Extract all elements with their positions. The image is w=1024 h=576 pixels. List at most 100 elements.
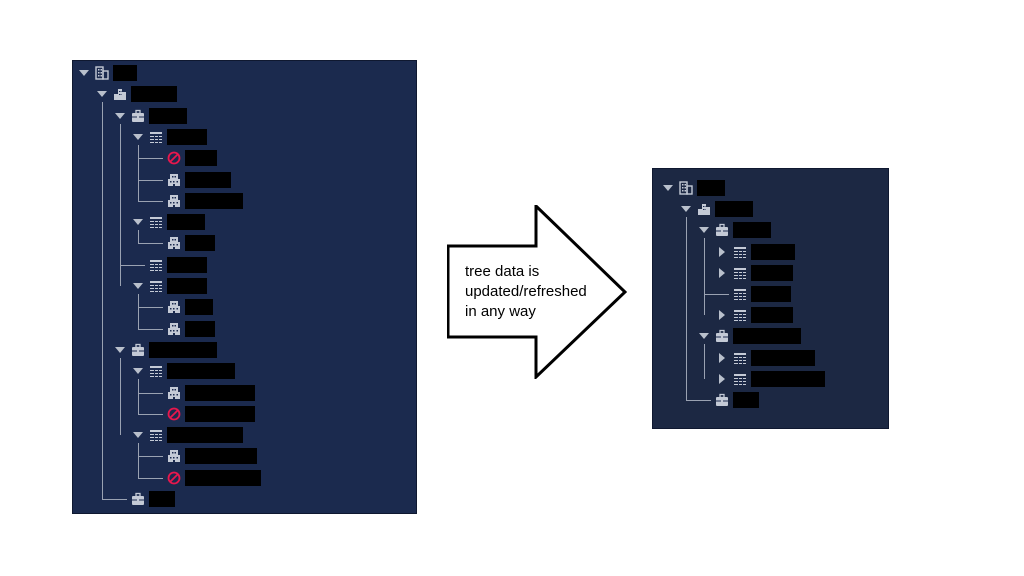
redacted-node-label[interactable] xyxy=(167,128,207,145)
list-icon xyxy=(149,428,163,442)
redacted-node-label[interactable] xyxy=(185,469,261,486)
collapse-caret-icon[interactable] xyxy=(131,129,145,145)
redacted-node-label[interactable] xyxy=(733,392,759,408)
tree-node[interactable] xyxy=(73,256,416,273)
briefcase-icon xyxy=(715,329,729,343)
redacted-node-label[interactable] xyxy=(167,278,207,294)
collapse-caret-icon[interactable] xyxy=(697,222,711,238)
tree-guide-line xyxy=(120,357,121,436)
redacted-node-label[interactable] xyxy=(751,307,793,324)
expand-caret-icon[interactable] xyxy=(715,307,729,323)
tree-node[interactable] xyxy=(653,180,888,196)
redacted-node-label[interactable] xyxy=(131,86,177,103)
redacted-node-label[interactable] xyxy=(149,491,175,507)
tree-node[interactable] xyxy=(73,235,416,252)
tree-node[interactable] xyxy=(73,278,416,294)
redacted-node-label[interactable] xyxy=(751,286,791,302)
tree-guide-line xyxy=(138,456,163,458)
redacted-node-label[interactable] xyxy=(167,427,243,444)
arrow-caption-line: updated/refreshed xyxy=(465,283,587,300)
office-icon xyxy=(167,322,181,336)
redacted-node-label[interactable] xyxy=(167,363,235,380)
redacted-node-label[interactable] xyxy=(715,201,753,218)
tree-node[interactable] xyxy=(73,427,416,444)
tree-guide-line xyxy=(138,294,139,329)
redacted-node-label[interactable] xyxy=(167,256,207,273)
expand-caret-icon[interactable] xyxy=(715,265,729,281)
collapse-caret-icon[interactable] xyxy=(697,328,711,344)
tree-node[interactable] xyxy=(73,128,416,145)
tree-node[interactable] xyxy=(73,192,416,209)
redacted-node-label[interactable] xyxy=(149,107,187,124)
redacted-node-label[interactable] xyxy=(167,214,205,231)
tree-node[interactable] xyxy=(653,201,888,218)
tree-node[interactable] xyxy=(73,107,416,124)
redacted-node-label[interactable] xyxy=(185,448,257,465)
city-icon xyxy=(113,87,127,101)
tree-node[interactable] xyxy=(73,214,416,231)
redacted-node-label[interactable] xyxy=(185,192,243,209)
tree-guide-line xyxy=(102,499,127,500)
right-arrow-icon xyxy=(447,205,627,379)
tree-node[interactable] xyxy=(73,65,416,81)
collapse-caret-icon[interactable] xyxy=(131,427,145,443)
redacted-node-label[interactable] xyxy=(185,384,255,401)
tree-node[interactable] xyxy=(653,243,888,260)
tree-node[interactable] xyxy=(73,320,416,337)
list-icon xyxy=(149,258,163,272)
tree-node[interactable] xyxy=(653,392,888,408)
collapse-caret-icon[interactable] xyxy=(131,214,145,230)
collapse-caret-icon[interactable] xyxy=(113,342,127,358)
tree-node[interactable] xyxy=(653,349,888,366)
tree-node[interactable] xyxy=(73,469,416,486)
tree-node[interactable] xyxy=(73,363,416,380)
redacted-node-label[interactable] xyxy=(697,180,725,196)
redacted-node-label[interactable] xyxy=(185,150,217,167)
redacted-node-label[interactable] xyxy=(733,222,771,239)
collapse-caret-icon[interactable] xyxy=(95,86,109,102)
redacted-node-label[interactable] xyxy=(185,299,213,316)
redacted-node-label[interactable] xyxy=(149,341,217,358)
tree-node[interactable] xyxy=(653,307,888,324)
tree-node[interactable] xyxy=(73,299,416,316)
redacted-node-label[interactable] xyxy=(751,349,815,366)
expand-caret-icon[interactable] xyxy=(715,244,729,260)
expand-caret-icon[interactable] xyxy=(715,371,729,387)
blocked-icon xyxy=(167,151,181,165)
tree-node[interactable] xyxy=(73,491,416,507)
collapse-caret-icon[interactable] xyxy=(131,278,145,294)
tree-guide-line xyxy=(138,392,163,394)
tree-node[interactable] xyxy=(653,222,888,239)
list-icon xyxy=(733,287,747,301)
redacted-node-label[interactable] xyxy=(751,264,793,281)
tree-node[interactable] xyxy=(653,328,888,345)
tree-node[interactable] xyxy=(653,286,888,302)
redacted-node-label[interactable] xyxy=(751,243,795,260)
tree-guide-line xyxy=(138,443,139,478)
redacted-node-label[interactable] xyxy=(733,328,801,345)
redacted-node-label[interactable] xyxy=(185,235,215,252)
list-icon xyxy=(733,351,747,365)
redacted-node-label[interactable] xyxy=(185,171,231,188)
tree-guide-line xyxy=(138,144,139,201)
redacted-node-label[interactable] xyxy=(185,405,255,422)
tree-node[interactable] xyxy=(653,264,888,281)
tree-node[interactable] xyxy=(73,448,416,465)
tree-node[interactable] xyxy=(653,370,888,387)
tree-node[interactable] xyxy=(73,341,416,358)
collapse-caret-icon[interactable] xyxy=(679,201,693,217)
collapse-caret-icon[interactable] xyxy=(661,180,675,196)
redacted-node-label[interactable] xyxy=(185,320,215,337)
redacted-node-label[interactable] xyxy=(113,65,137,81)
arrow-caption-line: tree data is xyxy=(465,263,540,280)
tree-node[interactable] xyxy=(73,171,416,188)
expand-caret-icon[interactable] xyxy=(715,350,729,366)
collapse-caret-icon[interactable] xyxy=(131,363,145,379)
tree-node[interactable] xyxy=(73,384,416,401)
collapse-caret-icon[interactable] xyxy=(77,65,91,81)
tree-node[interactable] xyxy=(73,86,416,103)
tree-node[interactable] xyxy=(73,405,416,422)
redacted-node-label[interactable] xyxy=(751,370,825,387)
collapse-caret-icon[interactable] xyxy=(113,108,127,124)
tree-node[interactable] xyxy=(73,150,416,167)
